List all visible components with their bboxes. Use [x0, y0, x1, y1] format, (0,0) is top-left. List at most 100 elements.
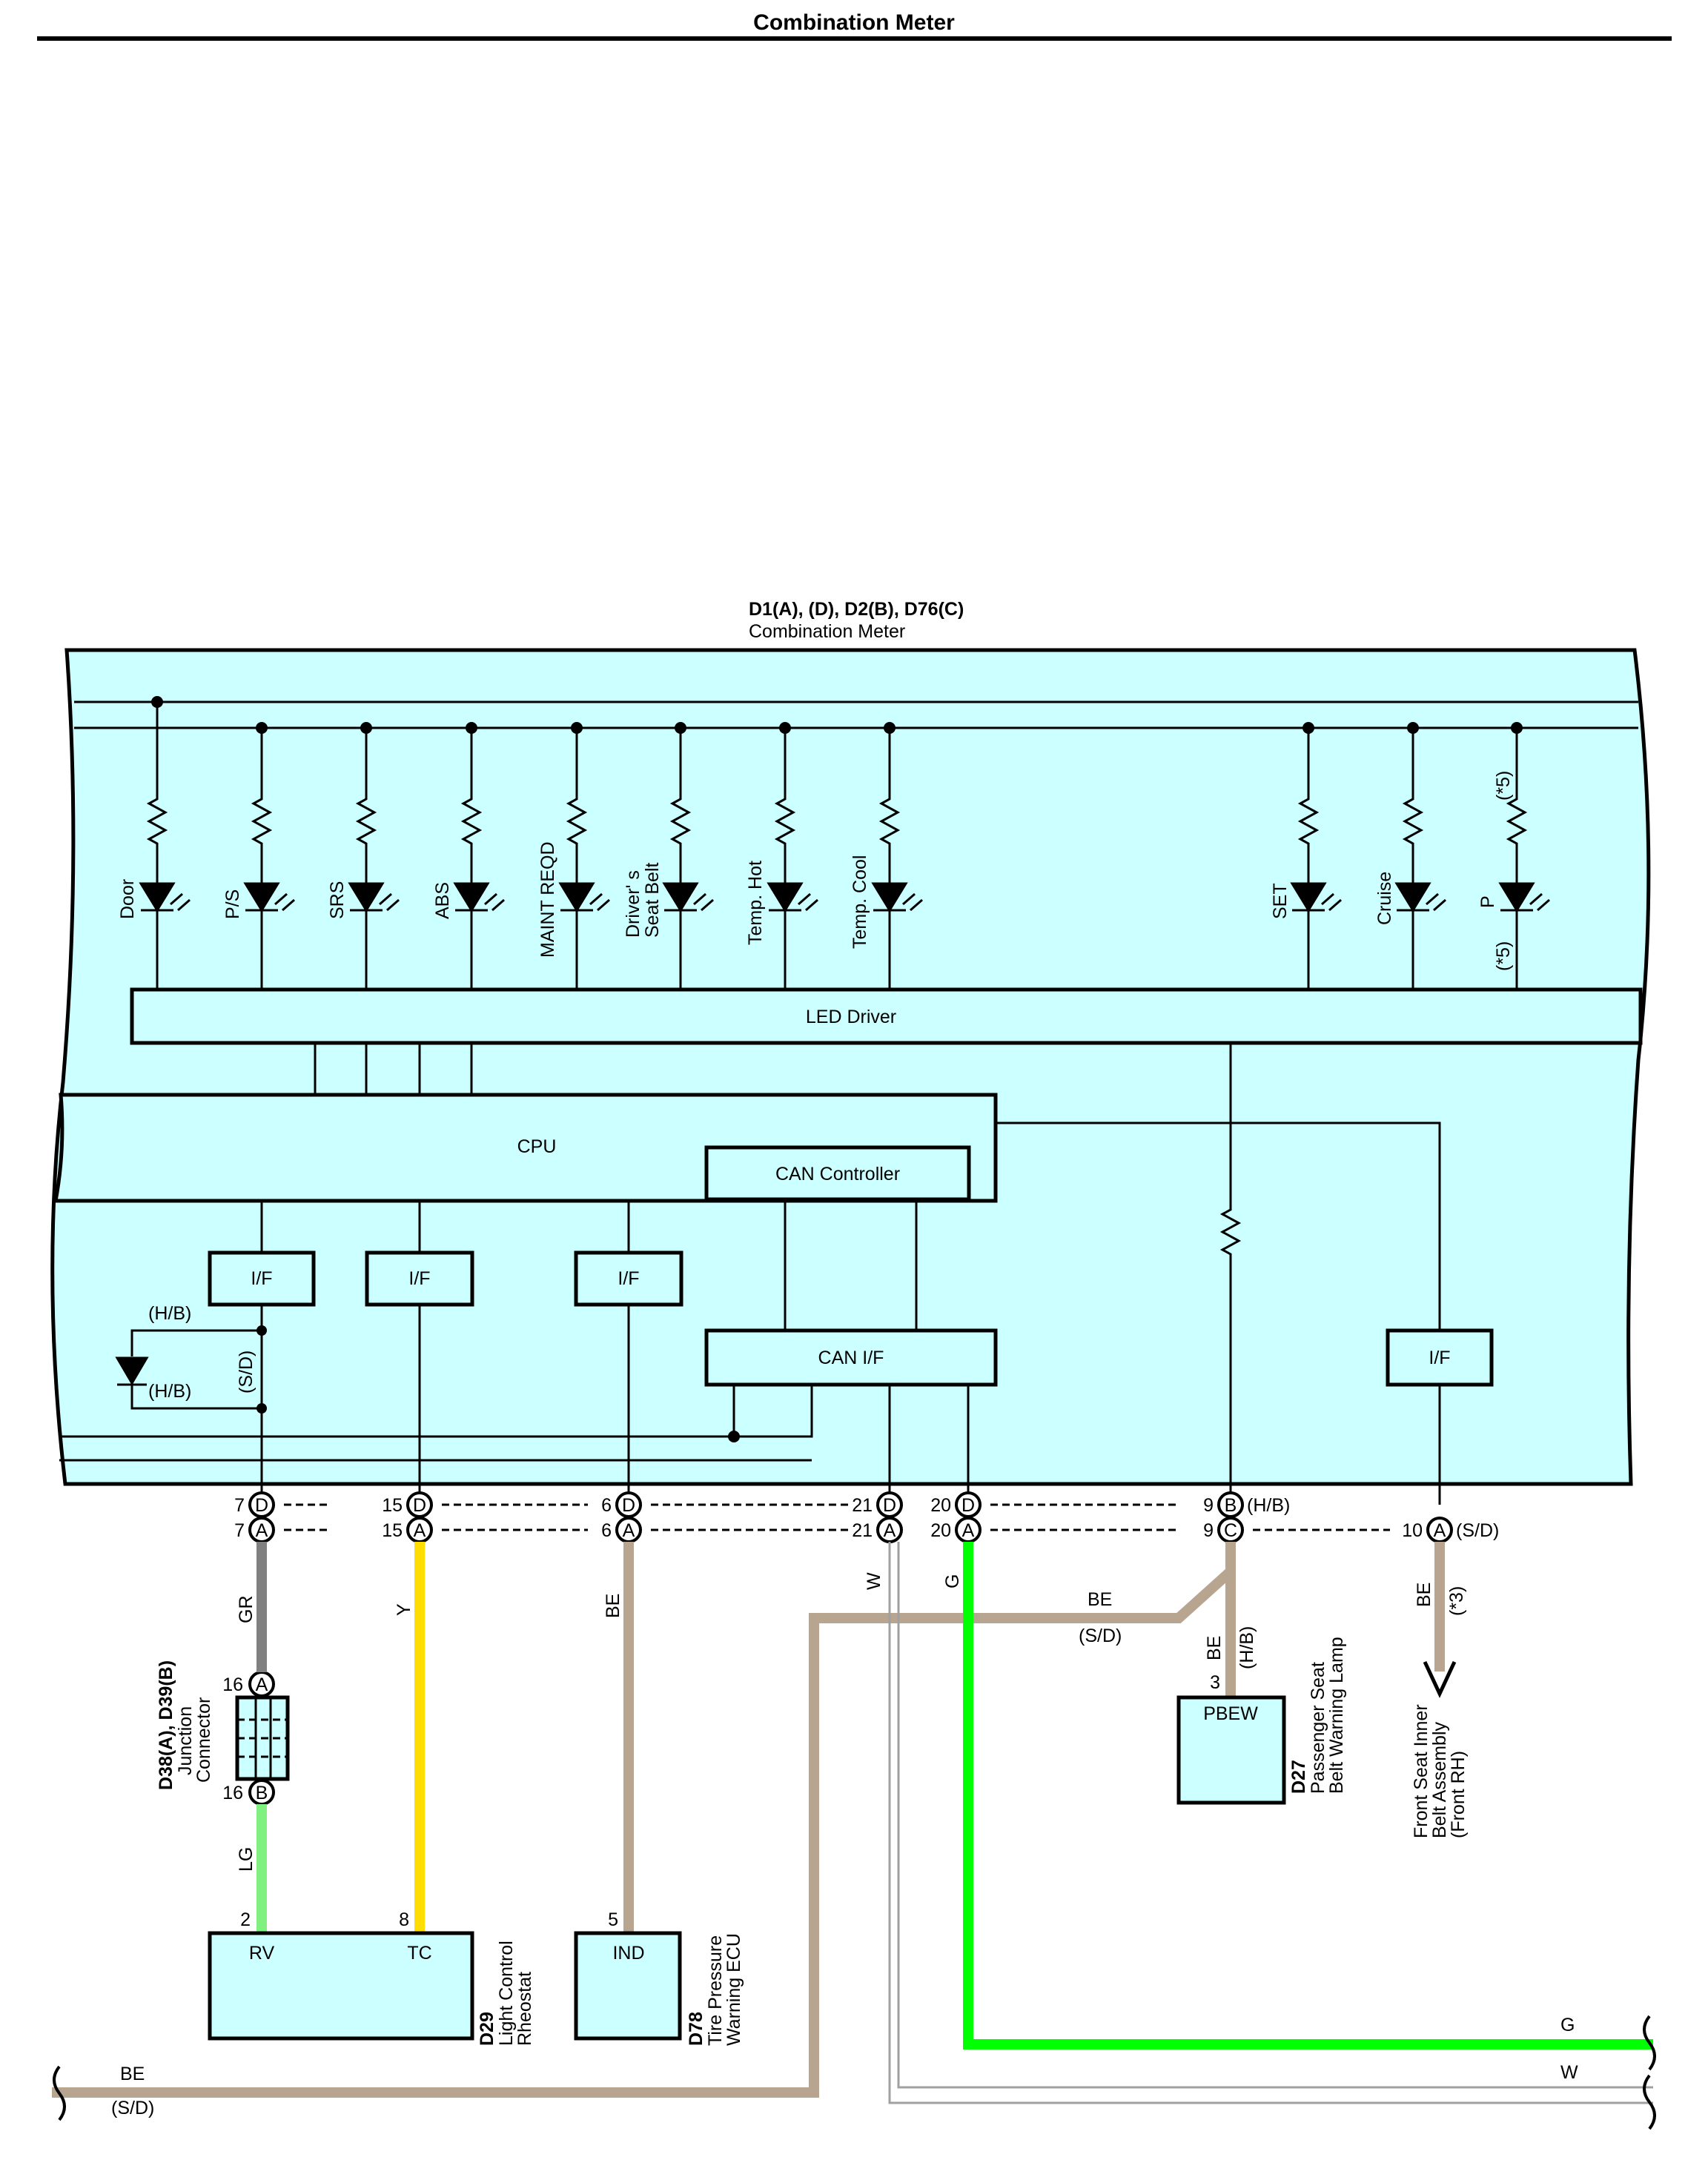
svg-text:15: 15 — [382, 1495, 403, 1516]
led-circuit-door — [146, 702, 168, 990]
junction-dots — [151, 696, 1523, 734]
if-box-1 — [208, 1250, 316, 1307]
led-circuit-maint — [566, 728, 588, 990]
connector-dash-lines — [284, 1503, 1390, 1531]
led-label-maint: MAINT REQD — [537, 842, 558, 958]
svg-text:Warning ECU: Warning ECU — [724, 1933, 744, 2046]
svg-text:Belt Assembly: Belt Assembly — [1429, 1721, 1450, 1838]
diode-icon — [115, 1356, 149, 1386]
can-controller-label: CAN Controller — [775, 1164, 900, 1184]
tire-pressure-ecu: IND 5 D78 Tire Pressure Warning ECU — [574, 1909, 744, 2046]
led-label-ps: P/S — [222, 889, 243, 919]
svg-text:A: A — [256, 1674, 268, 1695]
svg-text:9: 9 — [1203, 1520, 1214, 1541]
note-5-top: (*5) — [1493, 771, 1514, 801]
led-label-srs: SRS — [327, 881, 348, 919]
hb-label-lower: (H/B) — [148, 1381, 191, 1402]
led-circuits — [146, 702, 1528, 990]
note-5-bottom: (*5) — [1493, 941, 1514, 971]
svg-text:21: 21 — [852, 1495, 873, 1516]
led-label-temp-cool: Temp. Cool — [850, 855, 870, 949]
svg-text:IND: IND — [612, 1943, 644, 1964]
svg-text:LG: LG — [236, 1847, 256, 1872]
svg-text:G: G — [1560, 2015, 1575, 2035]
pin-numbers: 7 7 15 15 6 6 21 21 20 20 9 9 10 (H/B) (… — [234, 1495, 1499, 1541]
svg-text:21: 21 — [852, 1520, 873, 1541]
wire-w — [888, 1542, 1653, 2104]
svg-text:G: G — [942, 1574, 963, 1588]
led-circuit-temp-cool — [878, 728, 901, 990]
svg-text:BE: BE — [120, 2064, 145, 2084]
led-label-drivers: Driver' s — [623, 870, 643, 938]
svg-text:(*3): (*3) — [1446, 1586, 1467, 1616]
svg-text:D29: D29 — [477, 2012, 497, 2046]
light-control-rheostat: RV TC 2 8 D29 Light Control Rheostat — [208, 1909, 535, 2046]
svg-text:(S/D): (S/D) — [1079, 1626, 1122, 1646]
junction-code: D38(A), D39(B) — [156, 1660, 176, 1790]
svg-text:20: 20 — [930, 1495, 951, 1516]
svg-text:BE: BE — [1204, 1636, 1225, 1660]
svg-text:A: A — [1434, 1520, 1446, 1541]
led-icon — [871, 882, 923, 912]
arrow-down-icon — [1423, 1660, 1457, 1698]
led-circuit-p — [1506, 728, 1528, 990]
led-label-abs: ABS — [432, 882, 453, 919]
junction-dot — [728, 1431, 740, 1442]
led-icon — [453, 882, 505, 912]
led-symbols — [139, 882, 1550, 912]
svg-text:D: D — [255, 1495, 268, 1516]
svg-text:PBEW: PBEW — [1203, 1703, 1258, 1724]
if-label: I/F — [408, 1268, 430, 1289]
led-circuit-temp-hot — [774, 728, 796, 990]
svg-text:20: 20 — [930, 1520, 951, 1541]
wire-labels: GR Y BE W G LG BE (S/D) BE (H/B) BE (*3)… — [111, 1572, 1578, 2118]
can-if-label: CAN I/F — [818, 1348, 884, 1368]
connector-pin-letters: D A D A D A D A D A B C A A B — [255, 1495, 1446, 1803]
led-labels: Door P/S SRS ABS MAINT REQD Driver' s Se… — [117, 771, 1514, 971]
if-box-4 — [1386, 1328, 1494, 1387]
if-box-2 — [365, 1250, 474, 1307]
svg-text:7: 7 — [234, 1495, 245, 1516]
junction-dot — [256, 1325, 267, 1336]
svg-text:BE: BE — [1088, 1589, 1112, 1610]
wire-w-inner — [897, 1542, 1653, 2089]
internal-lines — [59, 1201, 1441, 1505]
svg-text:BE: BE — [1414, 1583, 1434, 1607]
if-label: I/F — [251, 1268, 272, 1289]
led-label-cruise: Cruise — [1374, 872, 1395, 925]
svg-text:D: D — [883, 1495, 896, 1516]
junction-name-2: Connector — [193, 1697, 214, 1783]
if-box-3 — [574, 1250, 683, 1307]
svg-text:W: W — [1560, 2062, 1578, 2083]
led-label-door: Door — [117, 879, 138, 919]
svg-text:(Front RH): (Front RH) — [1448, 1751, 1469, 1838]
svg-text:Y: Y — [394, 1603, 414, 1616]
led-circuit-set — [1297, 728, 1320, 990]
if-label: I/F — [618, 1268, 639, 1289]
svg-text:5: 5 — [608, 1909, 618, 1930]
led-driver-box — [130, 987, 1643, 1045]
svg-text:B: B — [256, 1783, 268, 1803]
led-icon — [139, 882, 191, 912]
front-seat-belt-label: Front Seat Inner Belt Assembly (Front RH… — [1411, 1704, 1469, 1838]
svg-text:10: 10 — [1402, 1520, 1423, 1541]
junction-name: Junction — [175, 1706, 196, 1775]
svg-text:Tire Pressure: Tire Pressure — [705, 1935, 726, 2046]
svg-text:C: C — [1224, 1520, 1237, 1541]
cpu-label: CPU — [517, 1136, 557, 1157]
junction-dot — [256, 1403, 267, 1414]
svg-text:7: 7 — [234, 1520, 245, 1541]
svg-text:RV: RV — [249, 1943, 275, 1964]
svg-text:BE: BE — [603, 1594, 623, 1618]
svg-text:(S/D): (S/D) — [1456, 1520, 1499, 1541]
led-circuit-cruise — [1402, 728, 1424, 990]
led-circuit-srs — [355, 728, 377, 990]
svg-text:Front Seat Inner: Front Seat Inner — [1411, 1704, 1431, 1838]
junction-connector: 16 16 D38(A), D39(B) Junction Connector — [156, 1660, 290, 1803]
can-if-box — [704, 1328, 998, 1387]
meter-name: Combination Meter — [749, 621, 905, 642]
led-icon — [558, 882, 610, 912]
wire-be-main — [52, 1542, 1236, 2098]
svg-text:(S/D): (S/D) — [111, 2098, 154, 2118]
